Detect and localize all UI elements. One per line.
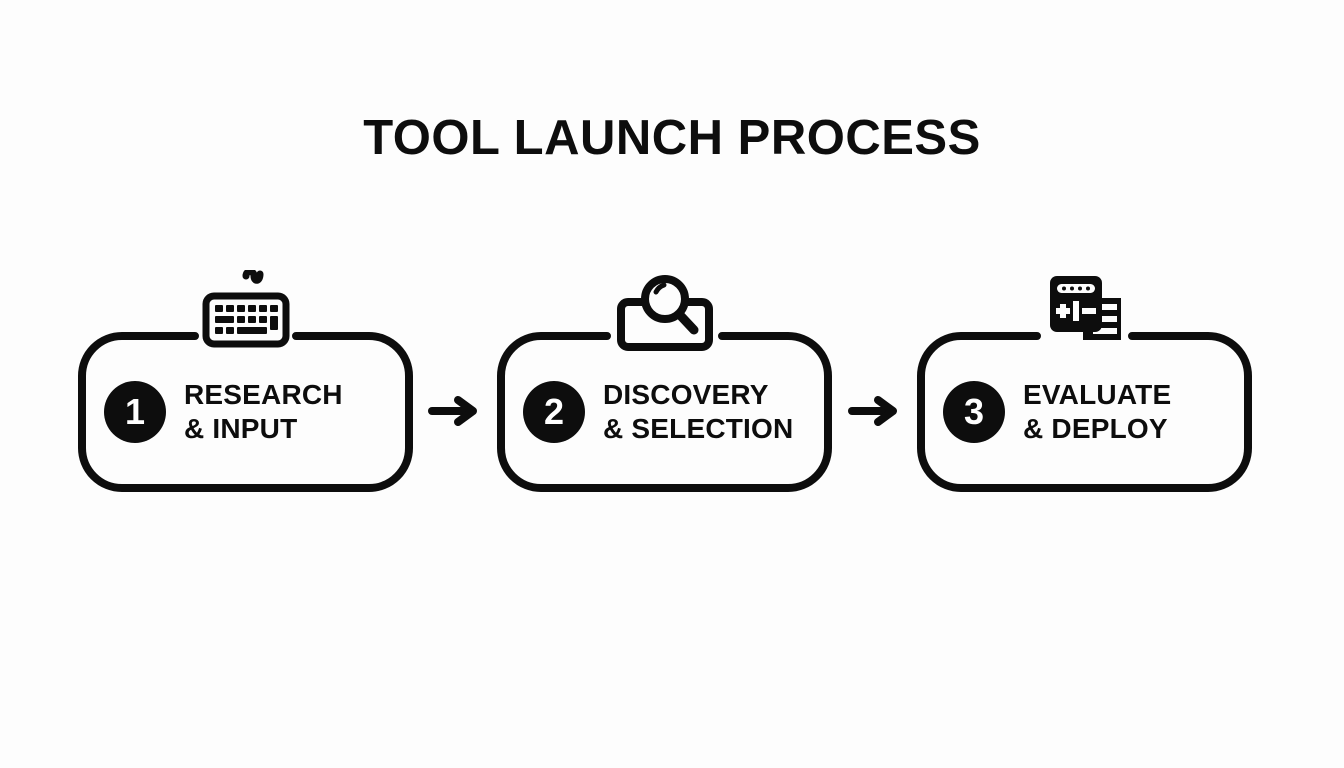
step-label: RESEARCH & INPUT — [184, 378, 343, 446]
step-label-line2: & SELECTION — [603, 413, 794, 444]
process-flow: 1 RESEARCH & INPUT — [0, 270, 1344, 500]
process-step-1[interactable]: 1 RESEARCH & INPUT — [78, 270, 413, 500]
step-card-outline — [917, 332, 1252, 492]
keyboard-icon — [202, 270, 289, 348]
step-label-line2: & DEPLOY — [1023, 413, 1168, 444]
step-content: 2 DISCOVERY & SELECTION — [497, 332, 832, 492]
step-label: EVALUATE & DEPLOY — [1023, 378, 1171, 446]
step-content: 3 EVALUATE & DEPLOY — [917, 332, 1252, 492]
step-label-line1: EVALUATE — [1023, 379, 1172, 410]
step-card-outline — [497, 332, 832, 492]
step-content: 1 RESEARCH & INPUT — [78, 332, 413, 492]
process-step-2[interactable]: 2 DISCOVERY & SELECTION — [497, 270, 832, 500]
step-label: DISCOVERY & SELECTION — [603, 378, 793, 446]
step-number-badge: 3 — [943, 381, 1005, 443]
step-label-line1: DISCOVERY — [603, 379, 769, 410]
arrow-right-icon-2 — [848, 396, 897, 426]
page-title: TOOL LAUNCH PROCESS — [363, 111, 981, 165]
step-label-line2: & INPUT — [184, 413, 298, 444]
arrow-right-icon-1 — [428, 396, 477, 426]
process-step-3[interactable]: 3 EVALUATE & DEPLOY — [917, 270, 1252, 500]
search-magnifier-icon — [616, 275, 713, 351]
server-document-icon — [1049, 276, 1121, 340]
step-number-badge: 1 — [104, 381, 166, 443]
step-card-outline — [78, 332, 413, 492]
step-number-badge: 2 — [523, 381, 585, 443]
step-label-line1: RESEARCH — [184, 379, 343, 410]
